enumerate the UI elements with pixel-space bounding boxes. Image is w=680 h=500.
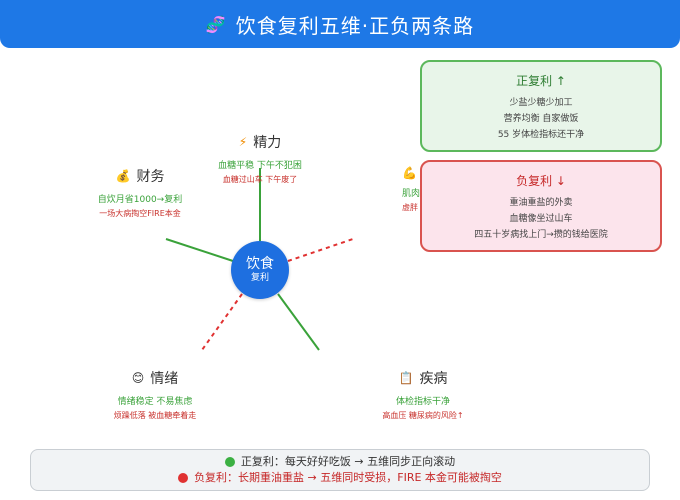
legend-footer: 正复利：每天好好吃饭 → 五维同步正向滚动 负复利：长期重油重盐 → 五维同时受… bbox=[30, 449, 650, 491]
node-energy-title: 精力 bbox=[253, 135, 282, 151]
negative-box-title: 负复利 ↓ bbox=[516, 174, 566, 188]
flexed-biceps-icon: 💪 bbox=[402, 166, 417, 180]
negative-box-item: 重油重盐的外卖 bbox=[509, 198, 573, 208]
spoke-mood bbox=[201, 293, 243, 351]
clipboard-icon: 📋 bbox=[398, 371, 414, 385]
node-energy-positive: 血糖平稳 下午不犯困 bbox=[218, 161, 302, 171]
page-title: 饮食复利五维·正负两条路 bbox=[235, 13, 475, 38]
node-muscle-negative: 虚胖 bbox=[402, 203, 418, 212]
node-mood-title: 情绪 bbox=[150, 371, 179, 387]
hub-subtitle: 复利 bbox=[250, 273, 269, 283]
node-muscle: 💪 肌肉 虚胖 bbox=[402, 166, 462, 213]
green-dot-icon bbox=[224, 457, 235, 467]
smiley-icon: 😊 bbox=[131, 371, 145, 385]
node-energy: ⚡ 精力 血糖平稳 下午不犯困 血糖过山车 下午废了 bbox=[200, 132, 320, 185]
node-finance: 💰 财务 自炊月省1000→复利 一场大病掏空FIRE本金 bbox=[80, 166, 200, 219]
money-bag-icon: 💰 bbox=[115, 169, 131, 183]
node-disease-negative: 高血压 糖尿病的风险↑ bbox=[382, 411, 464, 420]
hub-circle: 饮食 复利 bbox=[231, 241, 289, 299]
positive-compound-box: 正复利 ↑ 少盐少糖少加工 营养均衡 自家做饭 55 岁体检指标还干净 bbox=[420, 60, 662, 152]
node-energy-negative: 血糖过山车 下午废了 bbox=[222, 175, 298, 184]
node-finance-positive: 自炊月省1000→复利 bbox=[97, 195, 183, 205]
node-muscle-positive: 肌肉 bbox=[402, 189, 421, 199]
dna-icon: 🧬 bbox=[205, 14, 226, 34]
negative-box-item: 血糖像坐过山车 bbox=[509, 214, 573, 224]
node-finance-negative: 一场大病掏空FIRE本金 bbox=[99, 209, 181, 218]
spoke-finance bbox=[165, 238, 234, 262]
positive-box-item: 55 岁体检指标还干净 bbox=[497, 130, 585, 140]
footer-positive-line: 正复利：每天好好吃饭 → 五维同步正向滚动 bbox=[240, 455, 456, 468]
spoke-disease bbox=[277, 293, 320, 351]
node-finance-title: 财务 bbox=[136, 169, 165, 185]
node-disease-title: 疾病 bbox=[419, 371, 448, 387]
hub-title: 饮食 bbox=[246, 256, 274, 272]
node-mood-negative: 烦躁低落 被血糖牵着走 bbox=[113, 411, 197, 420]
positive-box-item: 少盐少糖少加工 bbox=[509, 98, 573, 108]
lightning-icon: ⚡ bbox=[238, 135, 248, 149]
red-dot-icon bbox=[178, 473, 189, 483]
positive-box-title: 正复利 ↑ bbox=[516, 74, 566, 88]
footer-negative-line: 负复利：长期重油重盐 → 五维同时受损，FIRE 本金可能被掏空 bbox=[194, 471, 502, 484]
node-disease-positive: 体检指标干净 bbox=[395, 397, 450, 407]
negative-box-item: 四五十岁病找上门→攒的钱给医院 bbox=[474, 230, 608, 240]
node-disease: 📋 疾病 体检指标干净 高血压 糖尿病的风险↑ bbox=[368, 368, 478, 421]
node-mood-positive: 情绪稳定 不易焦虑 bbox=[117, 397, 193, 407]
positive-box-item: 营养均衡 自家做饭 bbox=[503, 114, 579, 124]
header-bar: 🧬 饮食复利五维·正负两条路 bbox=[0, 0, 680, 48]
negative-compound-box: 负复利 ↓ 重油重盐的外卖 血糖像坐过山车 四五十岁病找上门→攒的钱给医院 bbox=[420, 160, 662, 252]
node-mood: 😊 情绪 情绪稳定 不易焦虑 烦躁低落 被血糖牵着走 bbox=[95, 368, 215, 421]
spoke-muscle bbox=[287, 238, 354, 262]
